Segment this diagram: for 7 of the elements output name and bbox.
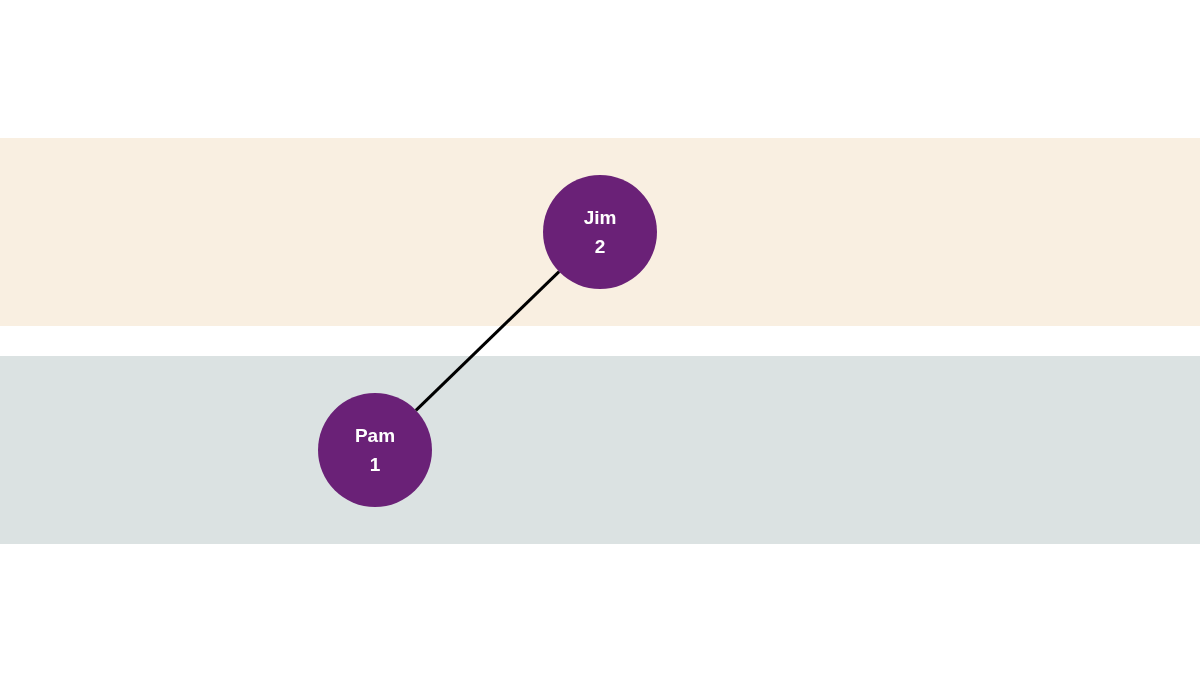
background-band bbox=[0, 356, 1200, 544]
person-number: 2 bbox=[594, 235, 606, 259]
person-name: Pam bbox=[354, 424, 396, 448]
background-band bbox=[0, 138, 1200, 326]
person-number: 1 bbox=[369, 453, 381, 477]
person-name: Jim bbox=[583, 206, 617, 230]
connector-line bbox=[414, 270, 561, 412]
